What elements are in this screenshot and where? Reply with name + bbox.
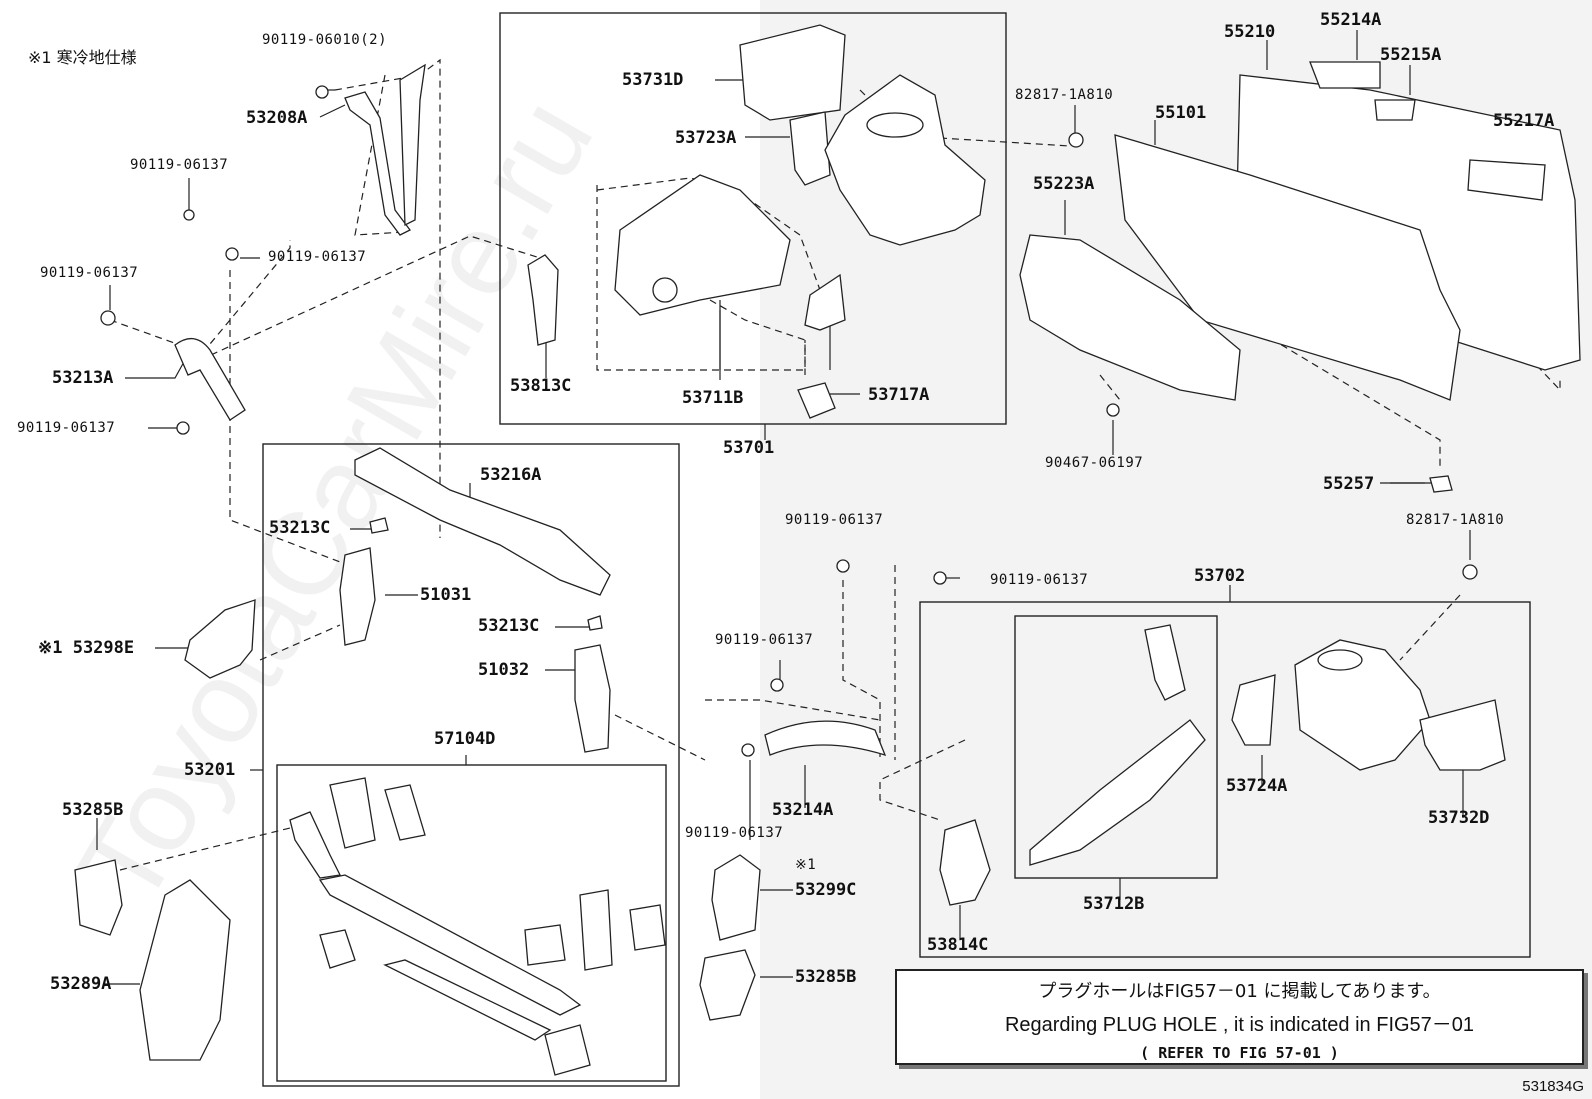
label-90119-06010: 90119-06010(2): [262, 32, 388, 48]
part-53717A: [797, 382, 836, 419]
part-53285B-left: [74, 859, 123, 936]
part-53216A: [354, 447, 611, 596]
label-53216A: 53216A: [480, 465, 542, 485]
label-51031: 51031: [420, 585, 472, 605]
reference-note-box: プラグホールはFIG57－01 に掲載してあります。 Regarding PLU…: [895, 969, 1584, 1065]
label-53701: 53701: [723, 438, 775, 458]
group-box-53201: [262, 443, 680, 1087]
label-82817-1A810-b: 82817-1A810: [1406, 512, 1505, 528]
group-box-53712B: [1014, 615, 1218, 879]
label-90119-06137-g: 90119-06137: [715, 632, 814, 648]
part-55215A: [1374, 99, 1416, 121]
label-55223A: 55223A: [1033, 174, 1095, 194]
label-53213C-a: 53213C: [269, 518, 331, 538]
part-53289A: [139, 879, 231, 1061]
label-90119-06137-b: 90119-06137: [268, 249, 367, 265]
label-53717A: 53717A: [868, 385, 930, 405]
part-53208A: [344, 91, 411, 236]
part-55101: [1114, 134, 1461, 401]
part-53724A: [1231, 674, 1276, 746]
label-53289A: 53289A: [50, 974, 112, 994]
part-55217A: [1467, 159, 1546, 201]
part-53814C: [939, 819, 991, 906]
label-53813C: 53813C: [510, 376, 572, 396]
label-90119-06137-f: 90119-06137: [990, 572, 1089, 588]
reference-note-japanese: プラグホールはFIG57－01 に掲載してあります。: [1038, 981, 1441, 1002]
label-90119-06137-h: 90119-06137: [685, 825, 784, 841]
label-90119-06137-a: 90119-06137: [130, 157, 229, 173]
part-51032: [574, 644, 611, 753]
label-53732D: 53732D: [1428, 808, 1490, 828]
label-53208A: 53208A: [246, 108, 308, 128]
part-53731D: [739, 24, 846, 121]
label-53724A: 53724A: [1226, 776, 1288, 796]
label-53299C: 53299C: [795, 880, 857, 900]
label-53711B: 53711B: [682, 388, 744, 408]
part-53213A: [174, 338, 246, 421]
part-53712B: [1029, 719, 1206, 866]
label-53723A: 53723A: [675, 128, 737, 148]
part-sketches: [74, 24, 1581, 1076]
part-55257: [1429, 475, 1453, 493]
part-suspension-tower: [824, 74, 986, 246]
label-53702: 53702: [1194, 566, 1246, 586]
part-53285B-right: [699, 949, 756, 1021]
label-82817-1A810-a: 82817-1A810: [1015, 87, 1114, 103]
label-90119-06137-d: 90119-06137: [17, 420, 116, 436]
label-90119-06137-c: 90119-06137: [40, 265, 139, 281]
part-51031: [339, 547, 376, 646]
label-55101: 55101: [1155, 103, 1207, 123]
part-53732D: [1419, 699, 1506, 771]
label-53712B: 53712B: [1083, 894, 1145, 914]
label-53285B-a: 53285B: [62, 800, 124, 820]
part-57104D-bar: [318, 874, 582, 1016]
guide-lines: [109, 58, 1561, 871]
group-box-53702: [919, 601, 1531, 958]
label-53213C-b: 53213C: [478, 616, 540, 636]
label-55214A: 55214A: [1320, 10, 1382, 30]
part-55214A: [1309, 61, 1381, 89]
part-53813C: [527, 254, 559, 346]
part-53723A: [789, 111, 831, 186]
label-53731D: 53731D: [622, 70, 684, 90]
label-90119-06137-e: 90119-06137: [785, 512, 884, 528]
group-box-57104D: [276, 764, 667, 1082]
label-53285B-b: 53285B: [795, 967, 857, 987]
part-55223A: [1019, 234, 1241, 401]
leader-lines: [96, 30, 1536, 985]
group-box-53701: [499, 12, 1007, 425]
label-53214A: 53214A: [772, 800, 834, 820]
part-53299C: [711, 854, 761, 941]
bolt-icon: [100, 85, 1478, 757]
reference-note-english: Regarding PLUG HOLE , it is indicated in…: [1004, 1014, 1475, 1036]
part-53711B: [614, 174, 791, 316]
label-53298E: ※1 53298E: [38, 638, 135, 658]
label-55257: 55257: [1323, 474, 1375, 494]
label-53213A: 53213A: [52, 368, 114, 388]
label-55217A: 55217A: [1493, 111, 1555, 131]
reference-note-refer: ( REFER TO FIG 57-01 ): [1140, 1044, 1339, 1062]
label-55210: 55210: [1224, 22, 1276, 42]
part-53298E: [184, 599, 256, 679]
label-51032: 51032: [478, 660, 530, 680]
label-55215A: 55215A: [1380, 45, 1442, 65]
cold-spec-note: ※1 寒冷地仕様: [28, 48, 137, 67]
label-53814C: 53814C: [927, 935, 989, 955]
figure-code: 531834G: [1522, 1078, 1584, 1095]
label-53299C-note: ※1: [795, 857, 817, 873]
label-53201: 53201: [184, 760, 236, 780]
label-57104D: 57104D: [434, 729, 496, 749]
part-53214A: [764, 720, 887, 757]
label-90467-06197: 90467-06197: [1045, 455, 1144, 471]
